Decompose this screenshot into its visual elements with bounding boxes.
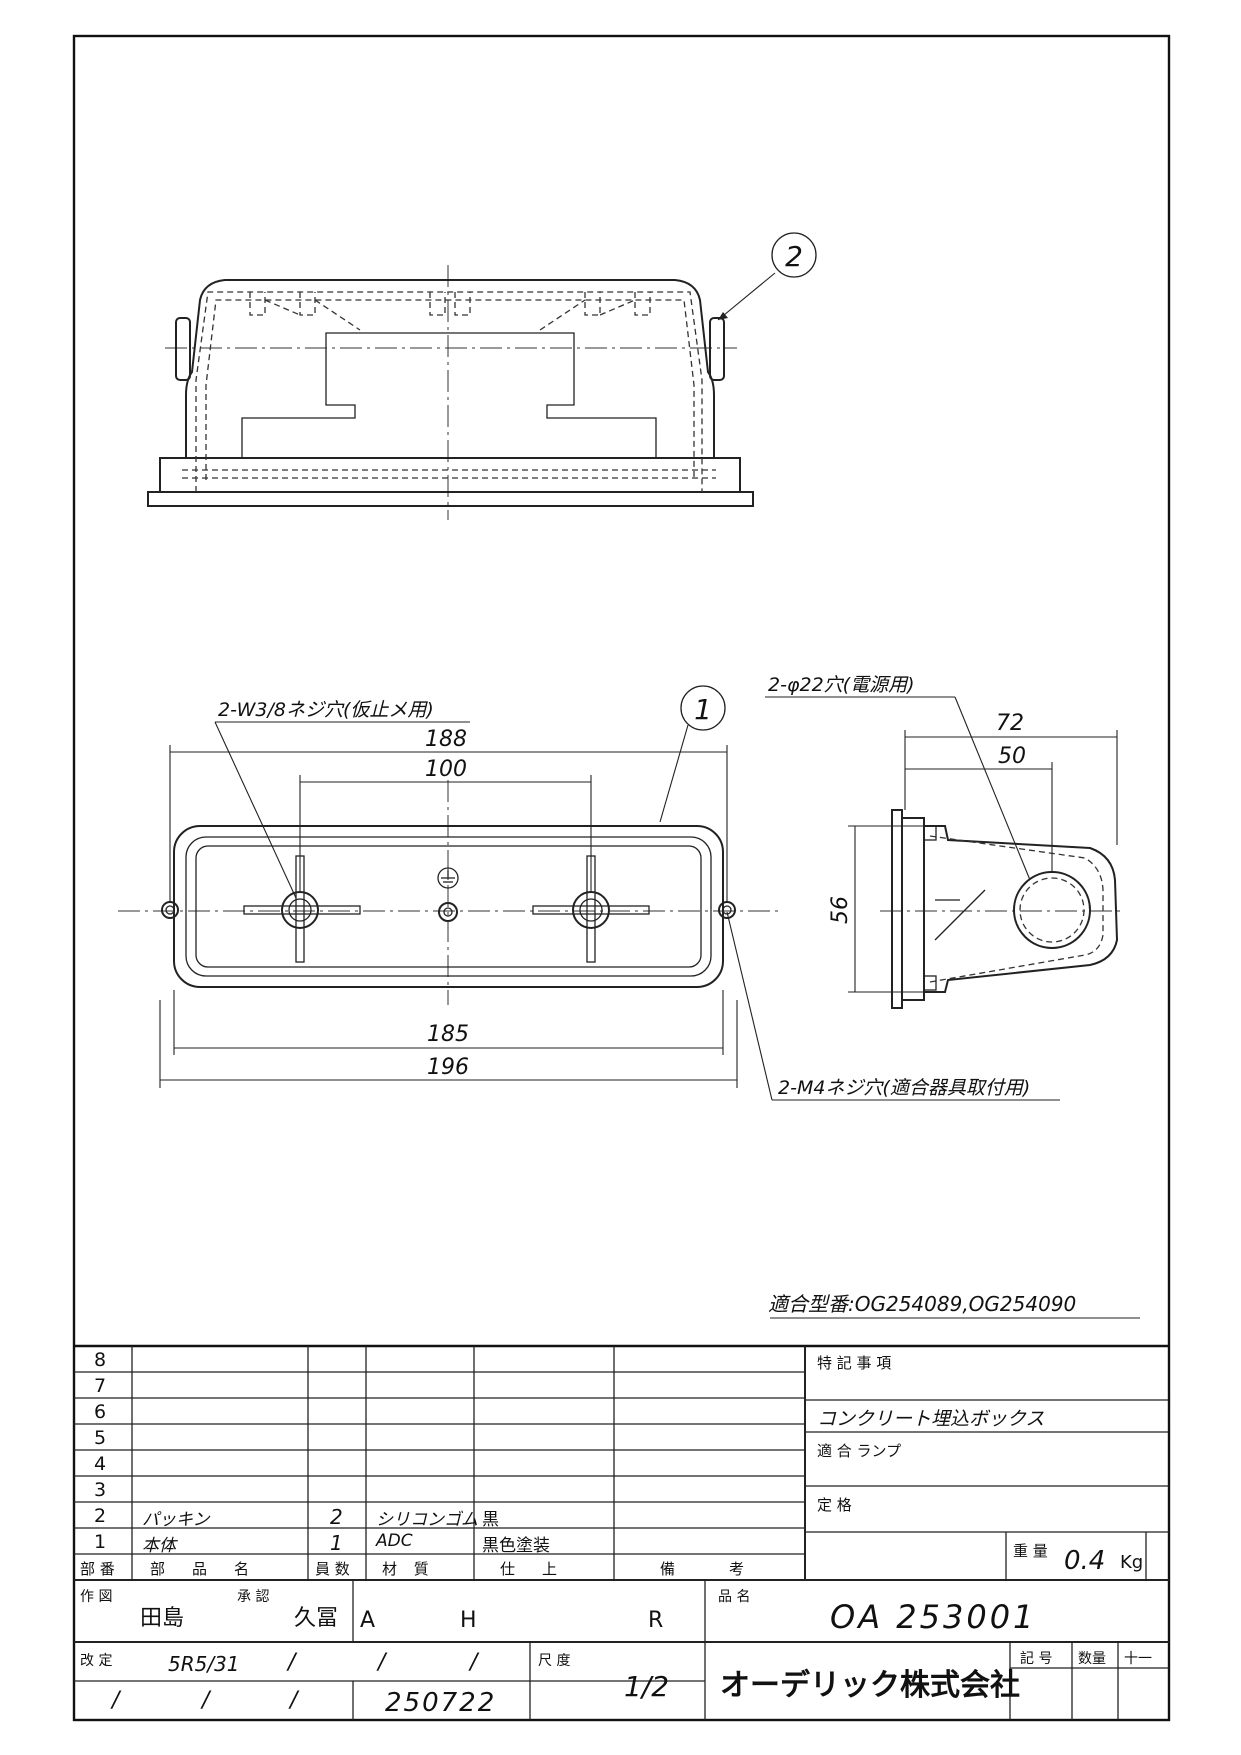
header-name: 部 品 名 xyxy=(150,1560,256,1578)
scale-label: 尺 度 xyxy=(538,1653,571,1669)
header-finish: 仕 上 xyxy=(500,1560,564,1578)
parts-cell-no: 3 xyxy=(94,1479,107,1501)
slash-6: / xyxy=(290,1688,298,1713)
parts-cell-no: 5 xyxy=(94,1427,107,1449)
slash-5: / xyxy=(202,1688,210,1713)
parts-cell-no: 6 xyxy=(94,1401,107,1423)
slash-3: / xyxy=(470,1650,478,1675)
parts-cell-qty: 2 xyxy=(330,1505,343,1529)
parts-cell-no: 4 xyxy=(94,1453,107,1475)
scale-value: 1/2 xyxy=(624,1670,670,1703)
revision-label: 改 定 xyxy=(80,1653,113,1669)
header-no: 部 番 xyxy=(80,1560,115,1578)
dim-185: 185 xyxy=(427,1022,469,1047)
special-notes-label: 特 記 事 項 xyxy=(817,1354,892,1372)
plusminus-label: 十一 xyxy=(1124,1651,1152,1667)
end-elevation-view: 72 50 56 2-φ22穴(電源用) xyxy=(765,674,1125,1009)
dim-188: 188 xyxy=(425,727,467,752)
parts-cell-finish: 黒 xyxy=(482,1510,499,1530)
parts-cell-no: 8 xyxy=(94,1349,107,1371)
special-notes-value: コンクリート埋込ボックス xyxy=(817,1408,1045,1430)
company-name: オーデリック株式会社 xyxy=(720,1668,1020,1703)
header-material: 材 質 xyxy=(382,1560,435,1578)
grade-r: R xyxy=(648,1608,664,1633)
grade-a: A xyxy=(360,1608,376,1633)
parts-cell-name: 本体 xyxy=(142,1536,176,1556)
weight-label: 重 量 xyxy=(1013,1542,1048,1560)
lamp-label: 適 合 ランプ xyxy=(817,1442,902,1460)
parts-cell-no: 1 xyxy=(94,1531,107,1553)
label-phi22-holes: 2-φ22穴(電源用) xyxy=(768,674,914,696)
compatible-models: 適合型番:OG254089,OG254090 xyxy=(768,1292,1076,1316)
title-block xyxy=(74,1344,1169,1581)
grade-h: H xyxy=(460,1608,477,1633)
part-balloon-1: 1 xyxy=(694,693,712,726)
parts-cell-material: シリコンゴム xyxy=(376,1510,478,1530)
approved-label: 承 認 xyxy=(237,1589,270,1605)
slash-1: / xyxy=(288,1650,296,1675)
rating-label: 定 格 xyxy=(817,1496,852,1514)
header-remark: 備 考 xyxy=(660,1560,753,1578)
symbol-label: 記 号 xyxy=(1020,1651,1053,1667)
approved-by: 久冨 xyxy=(294,1606,339,1631)
dim-72: 72 xyxy=(996,711,1024,736)
dim-100: 100 xyxy=(425,757,467,782)
parts-cell-name: パッキン xyxy=(142,1510,210,1530)
side-elevation-view: 2 xyxy=(147,232,817,520)
product-label: 品 名 xyxy=(718,1589,751,1605)
parts-cell-finish: 黒色塗装 xyxy=(482,1536,550,1556)
dim-196: 196 xyxy=(427,1055,469,1080)
weight-unit: Kg xyxy=(1120,1552,1144,1573)
parts-cell-no: 2 xyxy=(94,1505,107,1527)
sheet-border xyxy=(72,34,1171,1722)
parts-cell-qty: 1 xyxy=(330,1531,343,1555)
slash-2: / xyxy=(378,1650,386,1675)
parts-cell-material: ADC xyxy=(376,1531,413,1551)
document-number: 250722 xyxy=(385,1688,497,1718)
earth-terminal xyxy=(437,867,459,922)
plan-view: 188 100 185 196 2-W3/8ネジ穴(仮止メ用) 1 2-M4ネジ… xyxy=(118,685,1060,1101)
header-qty: 員 数 xyxy=(315,1560,350,1578)
label-m4-holes: 2-M4ネジ穴(適合器具取付用) xyxy=(778,1077,1030,1099)
parts-cell-no: 7 xyxy=(94,1375,107,1397)
weight-value: 0.4 xyxy=(1064,1546,1106,1576)
dim-50: 50 xyxy=(998,744,1026,769)
slash-4: / xyxy=(112,1688,120,1713)
count-label: 数量 xyxy=(1078,1651,1106,1667)
part-balloon-2: 2 xyxy=(785,240,803,273)
drawn-by: 田島 xyxy=(140,1606,185,1631)
product-code: OA 253001 xyxy=(830,1598,1037,1636)
label-w38-holes: 2-W3/8ネジ穴(仮止メ用) xyxy=(218,699,434,721)
revision-date: 5R5/31 xyxy=(168,1652,240,1676)
dim-56: 56 xyxy=(828,896,853,924)
drawn-label: 作 図 xyxy=(80,1589,113,1605)
